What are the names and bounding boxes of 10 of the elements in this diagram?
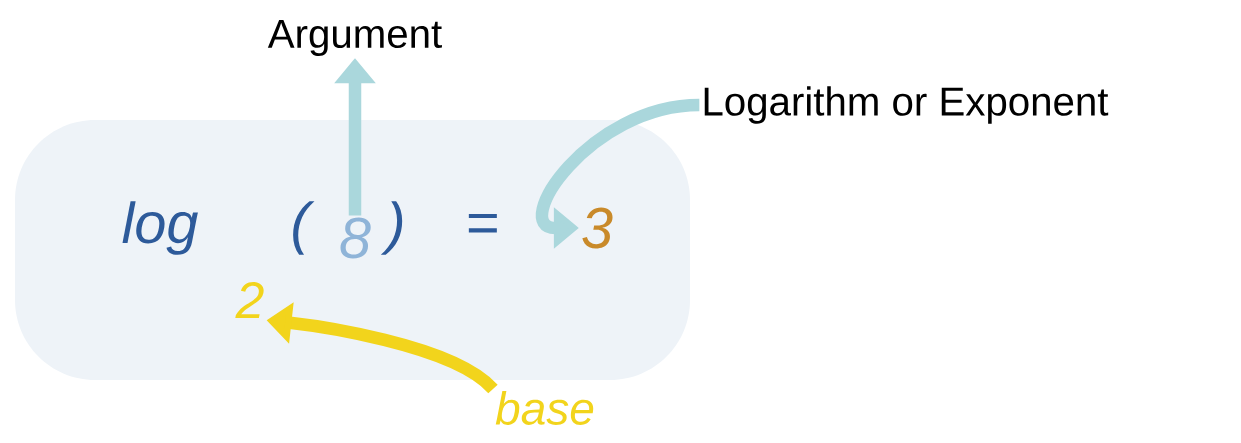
equals-sign: =	[468, 213, 497, 233]
result-number: 3	[582, 207, 613, 249]
base-number: 2	[235, 281, 264, 319]
label-text: base	[495, 391, 594, 425]
label-text: Argument	[267, 20, 442, 56]
label-text: Logarithm or Exponent	[704, 86, 1109, 124]
argument-number: 8	[340, 217, 371, 259]
formula-text: log	[122, 201, 198, 255]
parenthesis: )	[380, 201, 403, 255]
parenthesis: (	[293, 201, 315, 255]
